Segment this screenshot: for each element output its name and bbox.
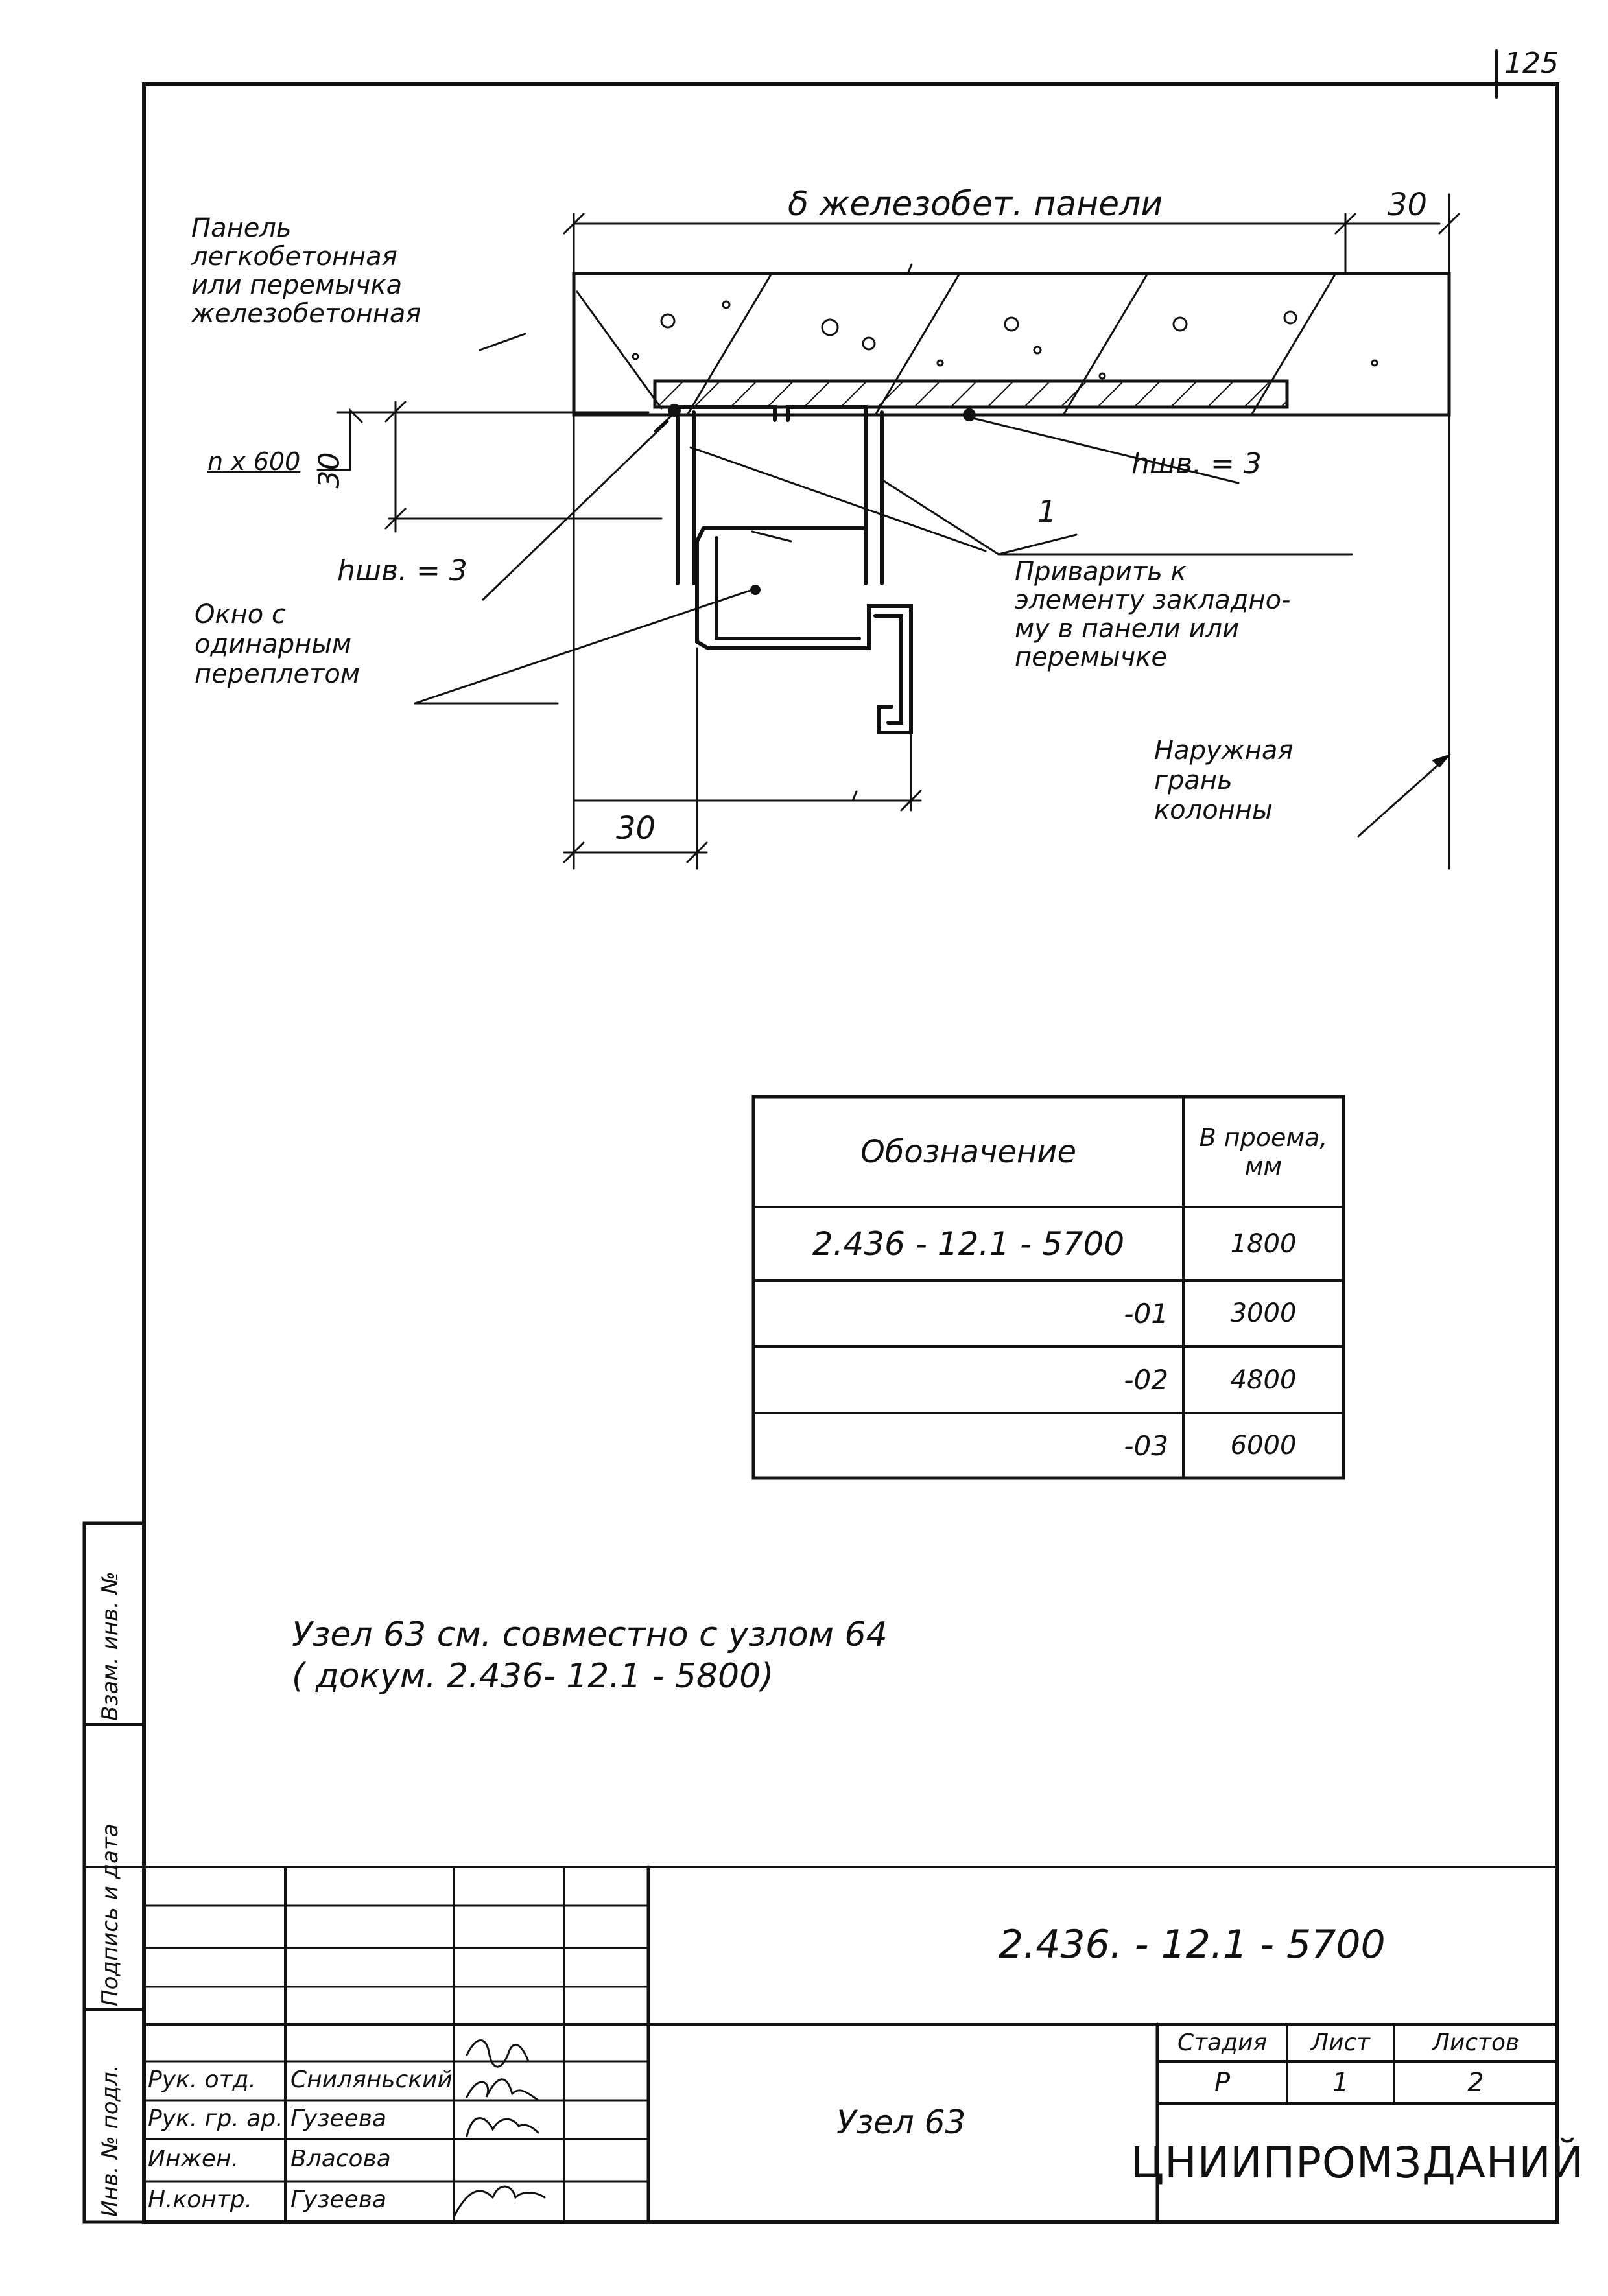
outer-face-label: Наружная грань колонны (1154, 736, 1294, 825)
width-dimension-label: δ железобет. панели (788, 185, 1163, 224)
person-role: Рук. гр. ар. (148, 2105, 283, 2132)
stamp-vzam-inv: Взам. инв. № (97, 1571, 123, 1721)
window-label: Окно с одинарным переплетом (195, 600, 361, 689)
weld-note: Приварить к элементу закладно- му в пане… (1015, 557, 1291, 672)
table-row-value: 1800 (1230, 1228, 1297, 1259)
panel-label: Панель легкобетонная или перемычка желез… (191, 213, 421, 329)
table-row-value: 4800 (1230, 1365, 1297, 1395)
table-row-code: 2.436 - 12.1 - 5700 (812, 1224, 1125, 1263)
signature-4 (453, 2185, 546, 2218)
table-row-code: -03 (1124, 1429, 1168, 1462)
sheet-label: Лист (1310, 2030, 1371, 2056)
person-name: Сниляньский (290, 2067, 453, 2093)
weld-right-label: hшв. = 3 (1131, 447, 1262, 480)
dim-30-bottom: 30 (616, 810, 656, 847)
sheets-value: 2 (1467, 2067, 1484, 2098)
mark-1: 1 (1037, 494, 1057, 529)
table-row-code: -01 (1124, 1297, 1168, 1330)
dim-30-top: 30 (1388, 187, 1428, 223)
person-role: Рук. отд. (148, 2067, 256, 2093)
signature-2 (466, 2078, 539, 2102)
spec-table-frame (751, 1095, 1345, 1480)
person-role: Н.контр. (148, 2186, 253, 2213)
embedded-plate (653, 379, 1289, 409)
doc-code: 2.436. - 12.1 - 5700 (999, 1922, 1386, 1967)
dim-30-left: 30 (313, 452, 346, 489)
person-name: Гузеева (290, 2186, 387, 2213)
signature-3 (466, 2117, 539, 2137)
stamp-inv-orig: Инв. № подл. (97, 2065, 123, 2217)
weld-left-label: hшв. = 3 (337, 554, 467, 587)
sheets-label: Листов (1432, 2030, 1520, 2056)
table-row-value: 6000 (1230, 1431, 1297, 1460)
drawing-title: Узел 63 (836, 2103, 966, 2141)
nx600-label: n x 600 (207, 447, 301, 476)
sheet-frame (142, 82, 1559, 2224)
stage-value: Р (1214, 2067, 1231, 2098)
sheet-number: 125 (1504, 47, 1559, 80)
signature-1 (466, 2039, 530, 2068)
table-header-opening: В проема, мм (1199, 1123, 1328, 1180)
person-role: Инжен. (148, 2146, 239, 2172)
organization-name: ЦНИИПРОМЗДАНИЙ (1130, 2138, 1585, 2188)
person-name: Гузеева (290, 2105, 387, 2132)
table-header-designation: Обозначение (860, 1134, 1077, 1170)
stamp-sign-date: Подпись и дата (97, 1823, 123, 2006)
person-name: Власова (290, 2146, 391, 2172)
binding-strip (82, 1521, 146, 2224)
stage-label: Стадия (1177, 2030, 1268, 2056)
assembly-note: Узел 63 см. совместно с узлом 64 ( докум… (292, 1615, 888, 1696)
sheet-value: 1 (1332, 2067, 1349, 2098)
table-row-value: 3000 (1230, 1298, 1297, 1328)
table-row-code: -02 (1124, 1364, 1168, 1396)
